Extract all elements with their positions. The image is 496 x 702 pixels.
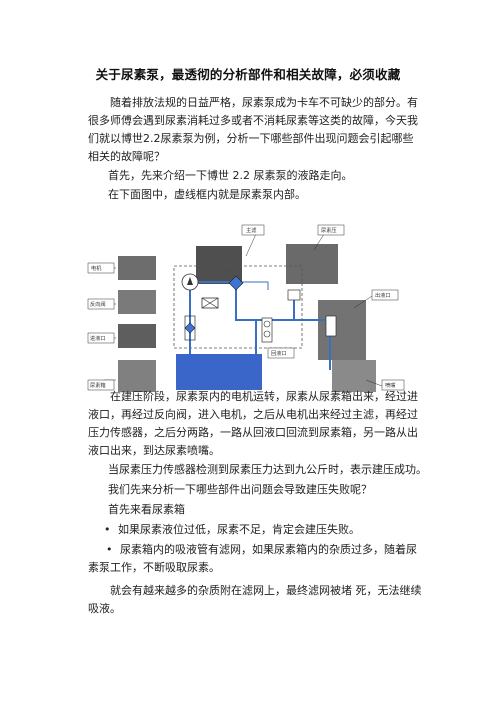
bullet-1: •如果尿素液位过低，尿素不足，肯定会建压失败。 (88, 521, 422, 539)
intro-paragraph: 随着排放法规的日益严格，尿素泵成为卡车不可缺少的部分。有很多师傅会遇到尿素消耗过… (88, 96, 418, 163)
inlet-filter-symbol (184, 322, 196, 334)
urea-pump-diagram: 电机 反向阀 进液口 尿素箱 主滤 尿素压 出液口 回液口 喷嘴 (86, 220, 412, 392)
main-filter-symbol (228, 275, 244, 291)
inlet-photo (118, 324, 156, 348)
analyze-line: 我们先来分析一下哪些部件出问题会导致建压失败呢？ (108, 483, 372, 496)
success-line: 当尿素压力传感器检测到尿素压力达到九公斤时，表示建压成功。 (108, 463, 427, 476)
motor-photo (118, 256, 156, 280)
label-pressure-sensor: 尿素压 (321, 226, 337, 234)
nozzle-photo (332, 360, 376, 392)
outlet-photo (318, 300, 366, 360)
flow-intro-line: 首先，先来介绍一下博世 2.2 尿素泵的液路走向。 (108, 169, 353, 182)
urea-tank (176, 354, 262, 390)
bullet-dot: • (106, 543, 113, 556)
bullet-dot: • (104, 523, 111, 536)
valve-photo (118, 290, 156, 314)
label-return-port: 回液口 (271, 349, 287, 357)
label-outlet: 出液口 (375, 291, 391, 299)
return-valve-symbol (261, 317, 273, 343)
pressure-sensor-symbol (287, 289, 301, 301)
tank-first-line: 首先来看尿素箱 (108, 503, 185, 516)
clog-paragraph: 就会有越来越多的杂质附在滤网上，最终滤网被堵 死，无法继续吸液。 (88, 584, 422, 615)
label-main-filter: 主滤 (246, 226, 257, 234)
tank-photo (118, 360, 156, 392)
label-motor: 电机 (91, 264, 102, 272)
outlet-valve-symbol (325, 315, 337, 337)
article-title: 关于尿素泵，最透彻的分析部件和相关故障，必须收藏 (95, 67, 401, 82)
figure-caption-line: 在下面图中，虚线框内就是尿素泵内部。 (108, 188, 306, 201)
label-nozzle: 喷嘴 (385, 381, 395, 389)
build-pressure-paragraph: 在建压阶段，尿素泵内的电机运转，尿素从尿素箱出来，经过进液口，再经过反向阀，进入… (88, 390, 418, 457)
label-tank: 尿素箱 (90, 381, 106, 389)
bullet-2: •尿素箱内的吸液管有滤网，如果尿素箱内的杂质过多，随着尿素泵工作，不断吸取尿素。 (88, 543, 417, 574)
sensor-photo (286, 244, 338, 284)
label-reverse-valve: 反向阀 (90, 300, 106, 308)
label-inlet: 进液口 (90, 334, 106, 342)
